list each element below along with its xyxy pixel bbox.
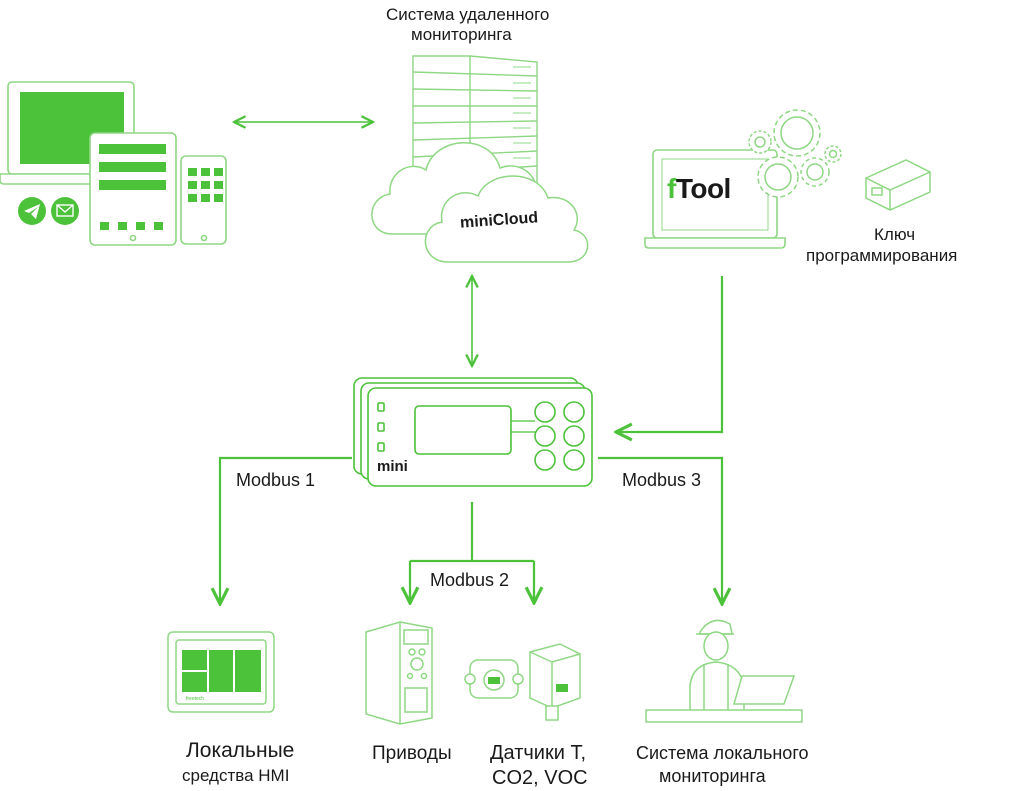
- drive-device: [365, 621, 433, 725]
- sensors-label-line2: CO2, VOC: [492, 767, 588, 789]
- local-monitoring-line1: Система локального: [636, 743, 809, 763]
- controller-device: [353, 377, 593, 487]
- modbus3-line: [598, 456, 722, 604]
- hmi-label-line1: Локальные: [186, 739, 295, 762]
- cloud-title-line1: Система удаленного: [386, 5, 550, 24]
- gear-icon: [748, 109, 842, 198]
- hmi-panel: [167, 631, 275, 713]
- mail-icon: [51, 197, 79, 225]
- hmi-label-line2: средства HMI: [182, 766, 290, 785]
- ftool-logo: fTool: [667, 173, 732, 204]
- modbus1-label: Modbus 1: [236, 470, 316, 490]
- ftool-logo-rest: Tool: [675, 173, 732, 204]
- key-label-line2: программирования: [806, 246, 958, 265]
- sensors-label-line1: Датчики T,: [490, 742, 587, 764]
- client-devices: [0, 81, 227, 246]
- hmi-brand-label: freetech: [186, 696, 204, 702]
- controller-label: mini: [377, 458, 408, 475]
- modbus1-line: [220, 456, 352, 604]
- modbus2-label: Modbus 2: [430, 570, 510, 590]
- telegram-icon: [18, 197, 46, 225]
- ftool-controller-arrow: [616, 276, 724, 432]
- programming-key-device: [865, 159, 931, 211]
- key-label-line1: Ключ: [874, 225, 916, 244]
- local-monitoring-line2: мониторинга: [659, 766, 766, 786]
- modbus3-label: Modbus 3: [622, 470, 702, 490]
- modbus2-line: [408, 502, 536, 602]
- cloud-title-line2: мониторинга: [411, 25, 512, 44]
- drives-label: Приводы: [372, 743, 452, 764]
- sensor-devices: [464, 643, 581, 721]
- cloud-front: [424, 175, 589, 263]
- ftool-laptop: [644, 149, 786, 249]
- operator-workstation: [645, 619, 803, 723]
